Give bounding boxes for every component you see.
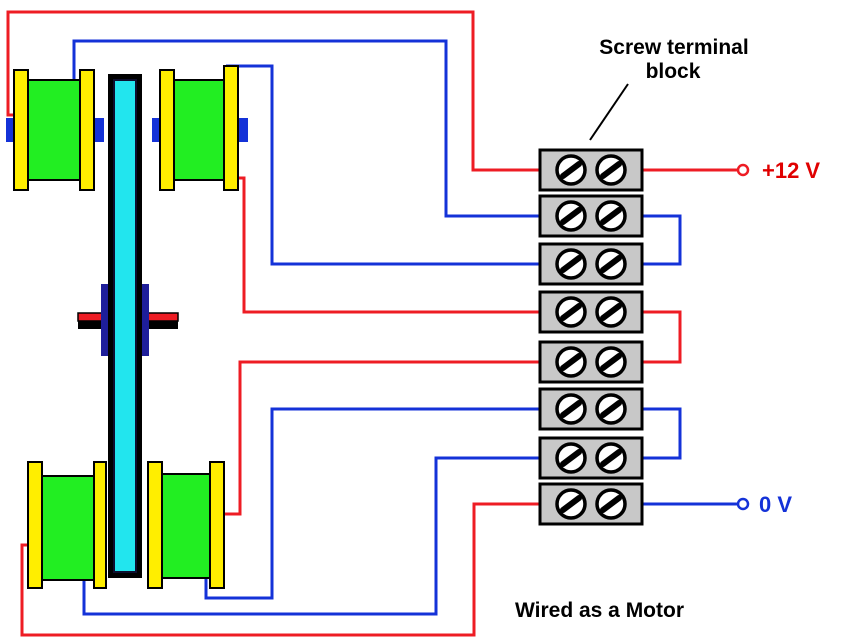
screw-icon[interactable] — [595, 248, 627, 280]
jumper-blue-1 — [642, 214, 682, 266]
terminal-row — [538, 387, 644, 431]
coil-flange-right — [223, 65, 239, 191]
coil-flange-left — [159, 69, 175, 191]
plus-12v-label: +12 V — [762, 158, 820, 183]
coil-bottom-left — [27, 461, 107, 589]
terminal-row — [538, 482, 644, 526]
wire-bottom-mid-coil-blue — [204, 407, 540, 600]
screw-icon[interactable] — [555, 296, 587, 328]
coil-flange-right — [79, 69, 95, 191]
label-pointer-line — [589, 83, 629, 141]
shaft-assembly — [77, 74, 179, 578]
wire-bottom-mid-coil-red — [224, 360, 540, 516]
coil-bottom-mid — [147, 461, 225, 589]
screw-terminal-block — [538, 148, 644, 526]
diagram-caption: Wired as a Motor — [515, 599, 684, 622]
screw-icon[interactable] — [555, 248, 587, 280]
terminal-block-label-line2: block — [646, 60, 701, 83]
terminal-block-label-line1: Screw terminal — [599, 36, 748, 59]
coil-winding — [159, 473, 213, 579]
screw-icon[interactable] — [555, 154, 587, 186]
coil-flange-right — [209, 461, 225, 589]
screw-icon[interactable] — [595, 442, 627, 474]
coil-top-left — [6, 69, 104, 191]
screw-icon[interactable] — [595, 200, 627, 232]
screw-icon[interactable] — [595, 346, 627, 378]
coil-flange-left — [27, 461, 43, 589]
wire-bottom-left-coil-red — [20, 502, 540, 637]
wire-bottom-left-coil-blue — [82, 456, 540, 616]
wire-top-left-coil-red — [6, 10, 540, 172]
jumper-red-1 — [642, 310, 682, 364]
coil-top-mid — [152, 65, 248, 191]
zero-v-label: 0 V — [759, 492, 792, 517]
terminal-row — [538, 436, 644, 480]
coil-flange-right — [93, 461, 107, 589]
screw-icon[interactable] — [595, 154, 627, 186]
terminal-row — [538, 290, 644, 334]
screw-icon[interactable] — [595, 488, 627, 520]
positive-terminal-icon[interactable] — [736, 163, 750, 177]
coil-flange-left — [147, 461, 163, 589]
screw-icon[interactable] — [595, 296, 627, 328]
terminal-row — [538, 340, 644, 384]
jumper-blue-2 — [642, 407, 682, 460]
wires — [6, 10, 738, 637]
coil-winding — [39, 475, 97, 581]
terminal-row — [538, 242, 644, 286]
terminal-row — [538, 148, 644, 192]
coil-flange-left — [13, 69, 29, 191]
screw-icon[interactable] — [555, 346, 587, 378]
screw-icon[interactable] — [555, 393, 587, 425]
screw-icon[interactable] — [555, 200, 587, 232]
zero-terminal-icon[interactable] — [736, 497, 750, 511]
screw-icon[interactable] — [555, 488, 587, 520]
wire-top-mid-coil-red — [236, 176, 540, 314]
screw-icon[interactable] — [555, 442, 587, 474]
wire-top-left-coil-blue — [72, 39, 540, 218]
terminal-row — [538, 194, 644, 238]
belt — [113, 79, 137, 573]
wire-top-mid-coil-blue — [226, 64, 540, 266]
coil-winding — [25, 79, 83, 181]
coil-winding — [171, 79, 227, 181]
screw-icon[interactable] — [595, 393, 627, 425]
